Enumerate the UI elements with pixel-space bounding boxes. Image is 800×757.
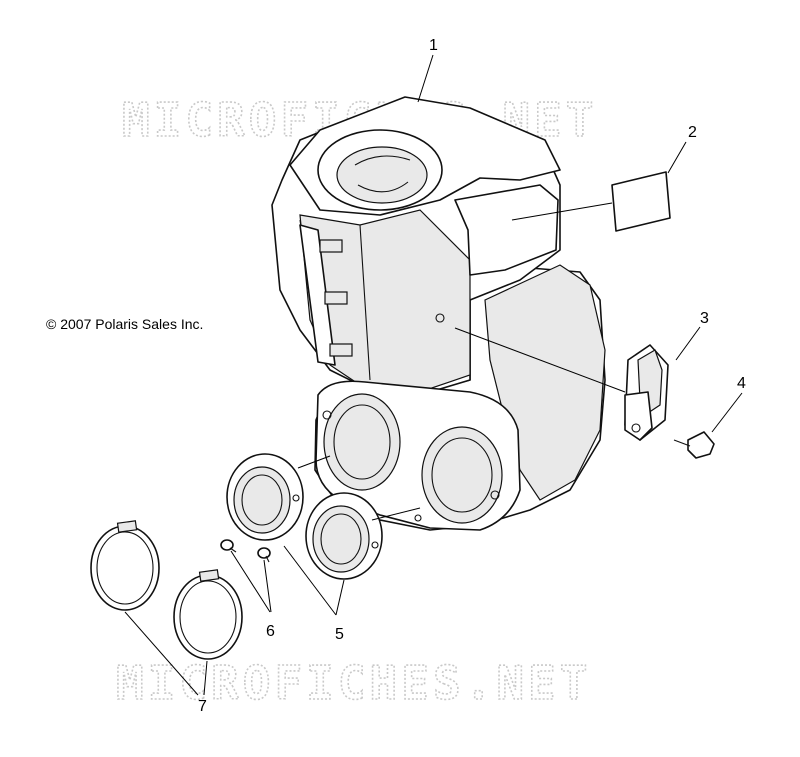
airbox-housing	[271, 96, 606, 531]
callout-4: 4	[737, 375, 746, 392]
rubber-adapter-right	[305, 492, 383, 580]
push-pin-left	[220, 539, 237, 553]
copyright-text: © 2007 Polaris Sales Inc.	[46, 316, 203, 332]
hose-clamp-right	[173, 569, 243, 660]
decal-label	[611, 171, 671, 232]
leader-lines	[124, 54, 743, 696]
callout-2: 2	[688, 124, 697, 141]
push-pin-right	[257, 547, 271, 563]
hose-clamp-left	[90, 520, 160, 611]
callout-7: 7	[198, 698, 207, 715]
callout-5: 5	[335, 626, 344, 643]
rubber-adapter-left	[226, 453, 304, 541]
watermark-bottom: MICROFICHES.NET	[116, 656, 591, 710]
sensor	[624, 344, 669, 441]
callout-6: 6	[266, 623, 275, 640]
screw	[673, 431, 715, 459]
callout-3: 3	[700, 310, 709, 327]
callout-1: 1	[429, 37, 438, 54]
